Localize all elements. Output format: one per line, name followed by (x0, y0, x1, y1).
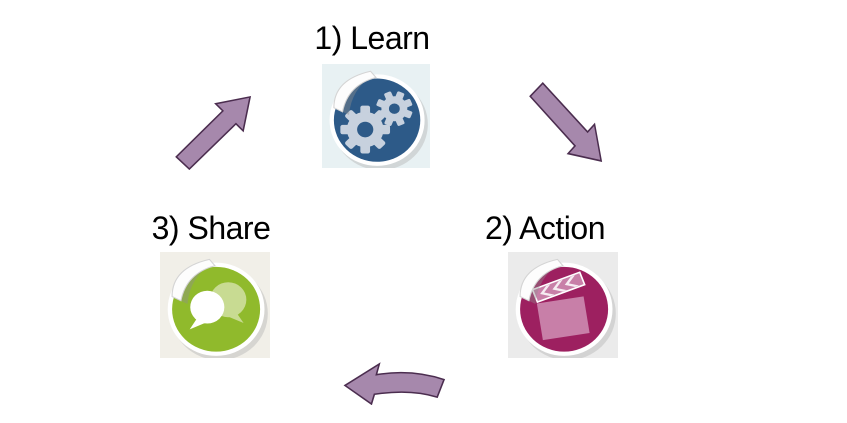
arrow-share-to-learn (175, 95, 253, 170)
action-sticker-graphic (508, 252, 618, 358)
down-right-arrow-shape (529, 81, 603, 162)
left-arrow-shape (343, 362, 446, 405)
peel-shadow (526, 262, 561, 304)
step-label-share: 3) Share (151, 210, 271, 246)
learn-sticker-graphic (322, 64, 430, 168)
peel-curl (171, 258, 216, 302)
clapperboard-sticker-icon (508, 252, 618, 358)
peel-shadow (178, 262, 213, 304)
peel-curl (333, 70, 377, 113)
gears-glyph (340, 91, 413, 154)
arrow-learn-to-action (529, 80, 604, 163)
up-right-arrow-shape (175, 95, 252, 170)
share-sticker-graphic (160, 252, 270, 358)
step-label-action: 2) Action (484, 210, 606, 246)
gears-sticker-icon (322, 64, 430, 168)
step-label-learn: 1) Learn (314, 20, 430, 56)
speech-bubbles-glyph (189, 282, 247, 330)
peel-shadow (340, 74, 374, 115)
arrow-action-to-share (343, 362, 447, 405)
peel-curl (519, 258, 564, 302)
speech-bubbles-sticker-icon (160, 252, 270, 358)
clapperboard-glyph (531, 271, 590, 341)
clapper-chevrons (540, 275, 580, 297)
